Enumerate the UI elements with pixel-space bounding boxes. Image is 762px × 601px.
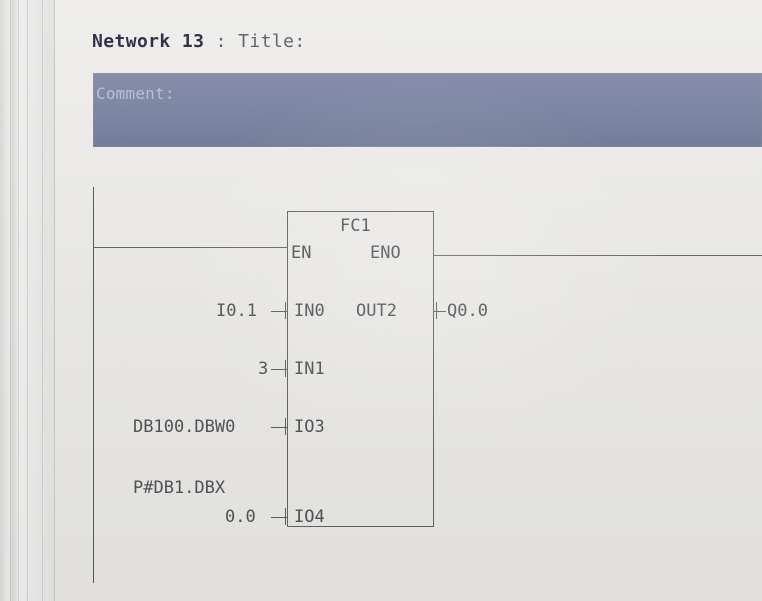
- param-in1-value[interactable]: 3: [258, 359, 269, 379]
- rung-input-line: [93, 247, 288, 248]
- fc-block-name: FC1: [340, 216, 371, 236]
- comment-label: Comment:: [96, 84, 175, 103]
- pin-tick-in1: [285, 360, 286, 377]
- rail-divider: [42, 0, 43, 601]
- connector-in0: [271, 311, 287, 312]
- rail-divider: [10, 0, 11, 601]
- network-header: Network 13 : Title:: [92, 31, 306, 52]
- pin-tick-out2: [436, 302, 437, 319]
- fc-pin-out2: OUT2: [356, 301, 397, 321]
- comment-field[interactable]: Comment:: [93, 73, 762, 147]
- param-io4-line2[interactable]: 0.0: [225, 507, 256, 527]
- pin-tick-in0: [285, 302, 286, 319]
- fc-pin-eno: ENO: [370, 243, 401, 263]
- network-colon: :: [215, 31, 227, 52]
- left-power-rail: [93, 187, 94, 583]
- connector-in1: [271, 369, 287, 370]
- connector-io4: [271, 517, 287, 518]
- fc-pin-io3: IO3: [294, 417, 325, 437]
- network-title: Title:: [238, 31, 306, 52]
- pin-tick-io3: [285, 418, 286, 435]
- rail-divider: [18, 0, 19, 601]
- param-in0-value[interactable]: I0.1: [216, 301, 257, 321]
- pin-tick-io4: [285, 508, 286, 525]
- left-panel: [0, 0, 55, 601]
- fc-pin-in0: IN0: [294, 301, 325, 321]
- network-label: Network: [92, 31, 171, 52]
- rung-output-line: [434, 255, 762, 256]
- fc-block[interactable]: [287, 211, 434, 527]
- connector-io3: [271, 427, 287, 428]
- network-number: 13: [181, 31, 205, 52]
- rail-divider: [27, 0, 28, 601]
- param-out2-value[interactable]: Q0.0: [447, 301, 488, 321]
- param-io3-value[interactable]: DB100.DBW0: [133, 417, 236, 437]
- fc-pin-en: EN: [291, 243, 312, 263]
- fc-pin-in1: IN1: [294, 359, 325, 379]
- fc-pin-io4: IO4: [294, 507, 325, 527]
- param-io4-line1[interactable]: P#DB1.DBX: [133, 478, 226, 498]
- connector-out2: [434, 311, 446, 312]
